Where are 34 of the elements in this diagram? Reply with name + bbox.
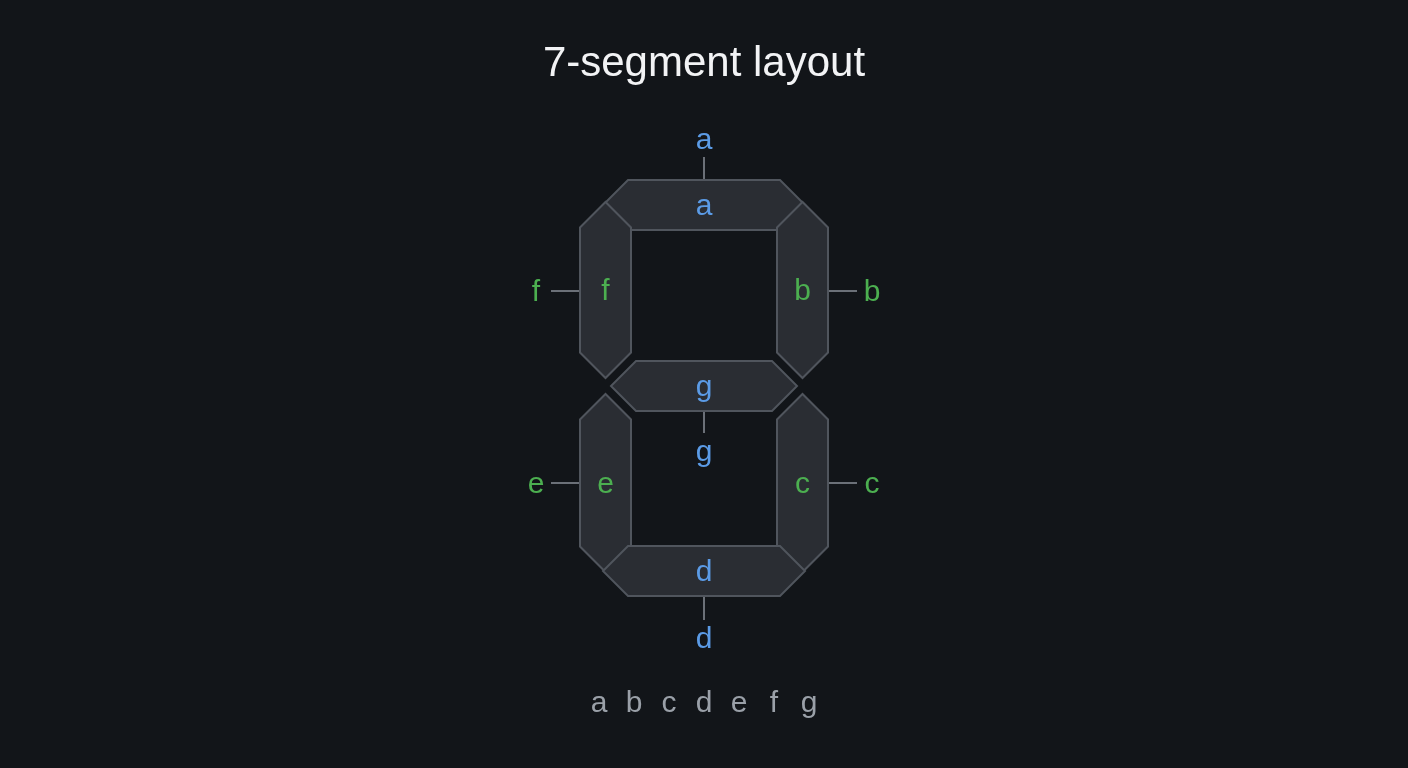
display-segment [580,394,631,572]
segment-name: g [689,433,719,469]
segment-letter: f [768,684,780,720]
segment-letter: g [695,371,713,401]
segment-letter: a [589,684,609,720]
segment-letter: g [799,684,819,720]
leader-line [703,410,705,434]
segment-name: e [521,465,551,501]
segment-letter: e [597,468,614,498]
display-segment [611,361,797,411]
segment-letter: d [695,556,713,586]
display-segment [603,180,805,230]
leader-line [550,290,581,292]
segment-letter: b [794,275,811,305]
display-segment [580,202,631,378]
display-segment [603,546,805,596]
segment-letter: a [695,190,713,220]
segment-letter: d [694,684,714,720]
display-segment [777,394,828,572]
leader-line [703,156,705,181]
segment-name: b [857,273,887,309]
segment-letter: c [660,684,678,720]
segment-letter: e [729,684,749,720]
display-segment [777,202,828,378]
leader-line [550,482,581,484]
segment-name: d [689,620,719,656]
segment-name: f [521,273,551,309]
leader-line [703,595,705,621]
segment-letter: b [624,684,644,720]
segment-letter: c [795,468,810,498]
segment-letter: f [601,275,610,305]
segment-name: c [857,465,887,501]
diagram-title: 7-segment layout [541,38,867,86]
segment-name: a [689,121,719,157]
